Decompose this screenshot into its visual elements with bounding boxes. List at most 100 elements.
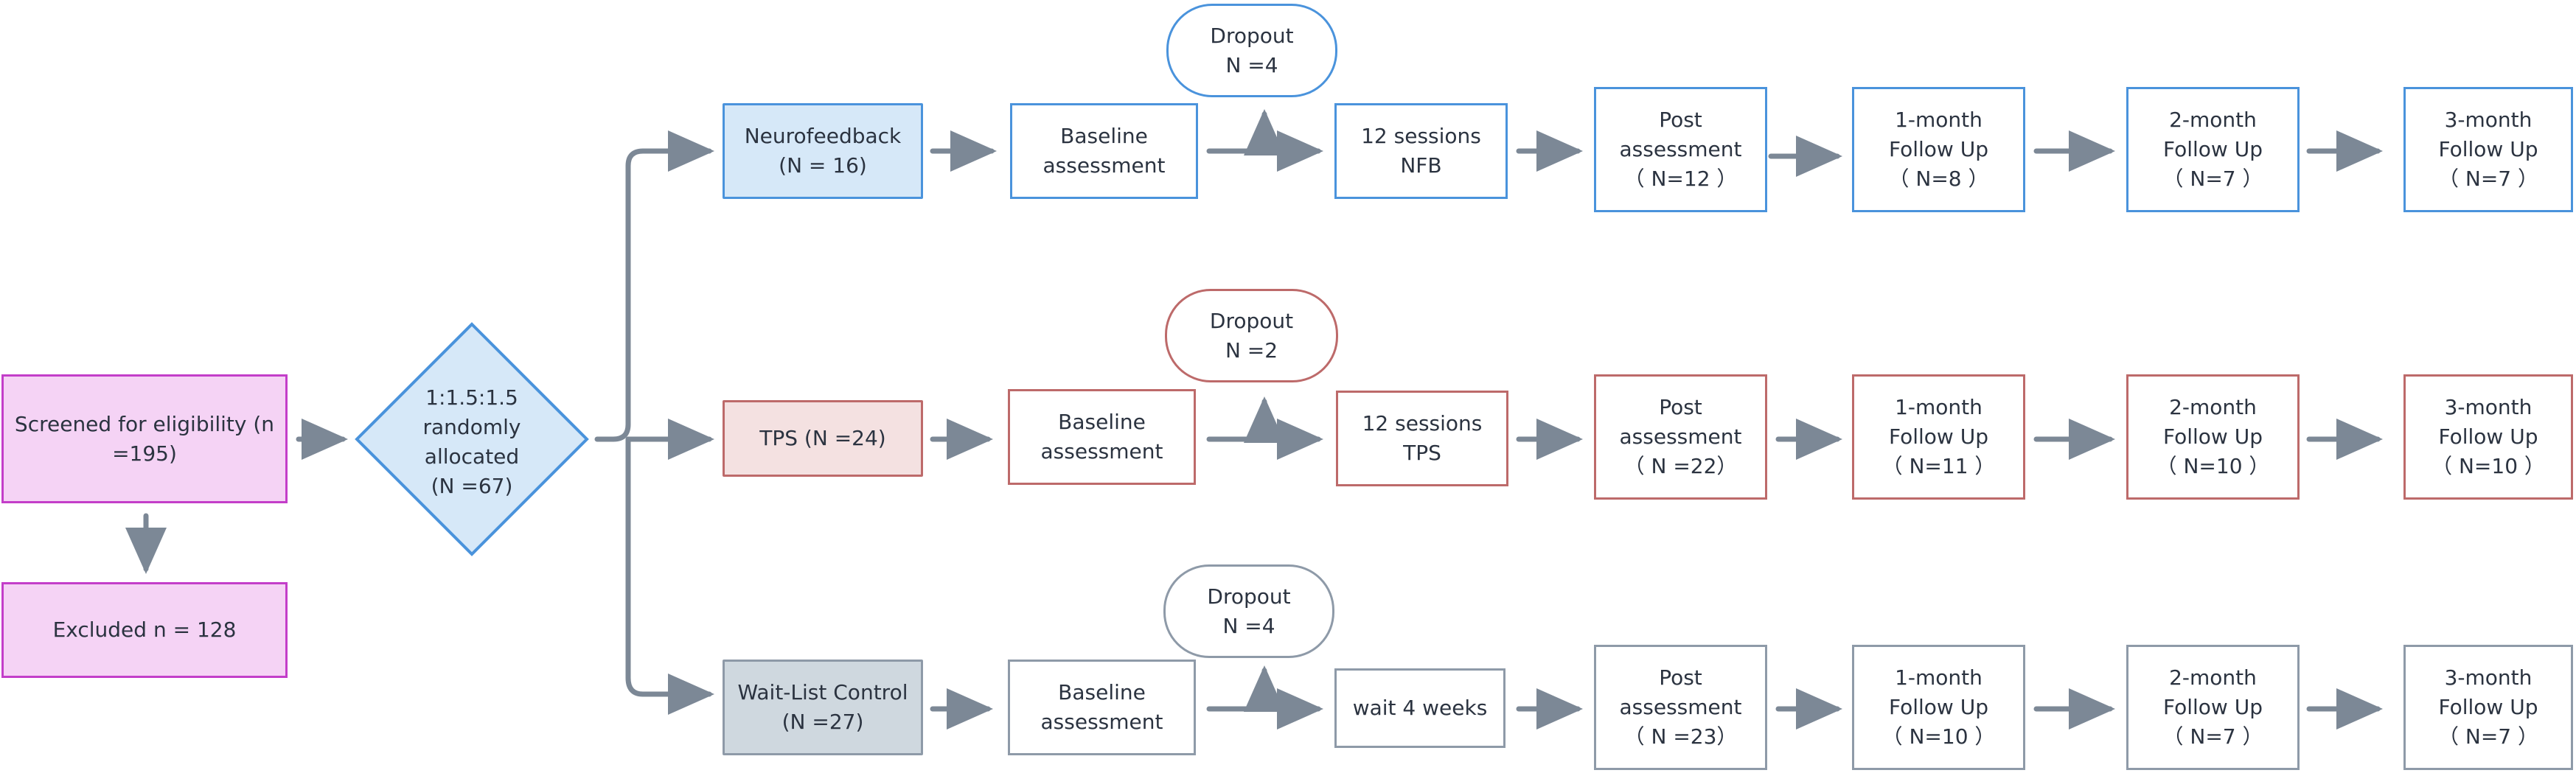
baseline-assessment: Baseline assessment: [1008, 389, 1196, 485]
arrow-r1-dropout: [1244, 109, 1285, 155]
fu2-count: （ N=7 ）: [2162, 724, 2263, 749]
excluded-box: Excluded n = 128: [1, 582, 288, 678]
fu3-line1: 3-month: [2444, 395, 2533, 419]
dropout-oval: Dropout N =4: [1166, 4, 1337, 97]
excluded-label: Excluded n = 128: [52, 618, 237, 642]
group-label: Wait-List Control: [737, 680, 908, 704]
arrow-bracket-bottom: [625, 436, 714, 715]
post-count: （ N =23）: [1623, 724, 1738, 749]
fu3-line2: Follow Up: [2438, 695, 2538, 719]
arrow-r3-dropout: [1244, 665, 1285, 712]
allocation-total: (N =67): [431, 474, 513, 498]
fu1-line1: 1-month: [1895, 395, 1983, 419]
allocation-text: 1:1.5:1.5 randomly allocated (N =67): [369, 368, 575, 516]
intervention-line1: 12 sessions: [1361, 124, 1481, 148]
fu2-count: （ N=7 ）: [2162, 167, 2263, 191]
dropout-count: N =4: [1225, 52, 1278, 77]
group-wait-list-control: Wait-List Control (N =27): [723, 660, 923, 755]
screening-box: Screened for eligibility (n =195): [1, 374, 288, 503]
baseline-line2: assessment: [1040, 710, 1163, 734]
followup-3-month: 3-month Follow Up （ N=7 ）: [2403, 645, 2573, 770]
group-tps: TPS (N =24): [723, 400, 923, 477]
fu2-line2: Follow Up: [2163, 424, 2263, 449]
intervention-line2: TPS: [1403, 441, 1441, 465]
baseline-line2: assessment: [1042, 153, 1166, 178]
post-line1: Post: [1659, 665, 1702, 690]
dropout-count: N =2: [1225, 337, 1278, 363]
post-line1: Post: [1659, 395, 1702, 419]
fu3-count: （ N=7 ）: [2437, 724, 2539, 749]
intervention-box: 12 sessions TPS: [1336, 391, 1508, 486]
fu1-count: （ N=10 ）: [1881, 724, 1996, 749]
post-assessment: Post assessment （ N=12 ）: [1594, 87, 1767, 212]
followup-2-month: 2-month Follow Up （ N=10 ）: [2126, 374, 2300, 500]
fu1-count: （ N=11 ）: [1881, 454, 1996, 478]
fu2-line1: 2-month: [2169, 108, 2257, 132]
group-count: (N = 16): [779, 153, 867, 178]
arrow-r2-dropout: [1244, 396, 1285, 443]
fu3-line1: 3-month: [2444, 108, 2533, 132]
followup-3-month: 3-month Follow Up （ N=10 ）: [2403, 374, 2573, 500]
baseline-assessment: Baseline assessment: [1008, 660, 1196, 755]
baseline-assessment: Baseline assessment: [1010, 103, 1198, 199]
dropout-oval: Dropout N =2: [1165, 289, 1338, 382]
group-label: TPS (N =24): [759, 426, 886, 450]
fu1-line2: Follow Up: [1889, 424, 1988, 449]
post-count: （ N =22）: [1623, 454, 1738, 478]
group-label: Neurofeedback: [744, 124, 902, 148]
post-line1: Post: [1659, 108, 1702, 132]
arrow-bracket-top: [594, 130, 714, 442]
group-count: (N =27): [781, 710, 864, 734]
fu1-line1: 1-month: [1895, 665, 1983, 690]
baseline-line2: assessment: [1040, 439, 1163, 464]
post-assessment: Post assessment （ N =23）: [1594, 645, 1767, 770]
allocation-line2: randomly: [422, 415, 521, 439]
screening-line2: =195): [112, 441, 177, 466]
intervention-line1: 12 sessions: [1362, 411, 1483, 436]
post-line2: assessment: [1619, 424, 1742, 449]
intervention-line2: NFB: [1400, 153, 1442, 178]
dropout-count: N =4: [1222, 613, 1275, 638]
baseline-line1: Baseline: [1060, 124, 1148, 148]
followup-1-month: 1-month Follow Up （ N=11 ）: [1852, 374, 2025, 500]
intervention-box: 12 sessions NFB: [1334, 103, 1508, 199]
fu3-line2: Follow Up: [2438, 424, 2538, 449]
group-neurofeedback: Neurofeedback (N = 16): [723, 103, 923, 199]
fu3-count: （ N=7 ）: [2437, 167, 2539, 191]
baseline-line1: Baseline: [1058, 410, 1146, 434]
fu3-line1: 3-month: [2444, 665, 2533, 690]
allocation-ratio: 1:1.5:1.5: [425, 385, 518, 410]
fu3-count: （ N=10 ）: [2431, 454, 2545, 478]
intervention-line1: wait 4 weeks: [1352, 696, 1488, 720]
followup-1-month: 1-month Follow Up （ N=8 ）: [1852, 87, 2025, 212]
dropout-oval: Dropout N =4: [1163, 564, 1334, 658]
post-line2: assessment: [1619, 695, 1742, 719]
dropout-label: Dropout: [1209, 308, 1294, 333]
followup-2-month: 2-month Follow Up （ N=7 ）: [2126, 645, 2300, 770]
post-line2: assessment: [1619, 137, 1742, 161]
fu2-line2: Follow Up: [2163, 695, 2263, 719]
fu1-line1: 1-month: [1895, 108, 1983, 132]
dropout-label: Dropout: [1207, 584, 1291, 609]
fu1-line2: Follow Up: [1889, 137, 1988, 161]
post-count: （ N=12 ）: [1623, 167, 1738, 191]
fu1-line2: Follow Up: [1889, 695, 1988, 719]
screening-line1: Screened for eligibility (n: [14, 411, 275, 436]
fu2-count: （ N=10 ）: [2156, 454, 2270, 478]
fu2-line1: 2-month: [2169, 395, 2257, 419]
fu1-count: （ N=8 ）: [1888, 167, 1989, 191]
followup-3-month: 3-month Follow Up （ N=7 ）: [2403, 87, 2573, 212]
followup-2-month: 2-month Follow Up （ N=7 ）: [2126, 87, 2300, 212]
fu3-line2: Follow Up: [2438, 137, 2538, 161]
dropout-label: Dropout: [1210, 23, 1294, 48]
allocation-line3: allocated: [424, 444, 520, 469]
followup-1-month: 1-month Follow Up （ N=10 ）: [1852, 645, 2025, 770]
fu2-line1: 2-month: [2169, 665, 2257, 690]
baseline-line1: Baseline: [1058, 680, 1146, 704]
allocation-diamond: [355, 322, 589, 556]
intervention-box: wait 4 weeks: [1334, 668, 1505, 748]
fu2-line2: Follow Up: [2163, 137, 2263, 161]
post-assessment: Post assessment （ N =22）: [1594, 374, 1767, 500]
